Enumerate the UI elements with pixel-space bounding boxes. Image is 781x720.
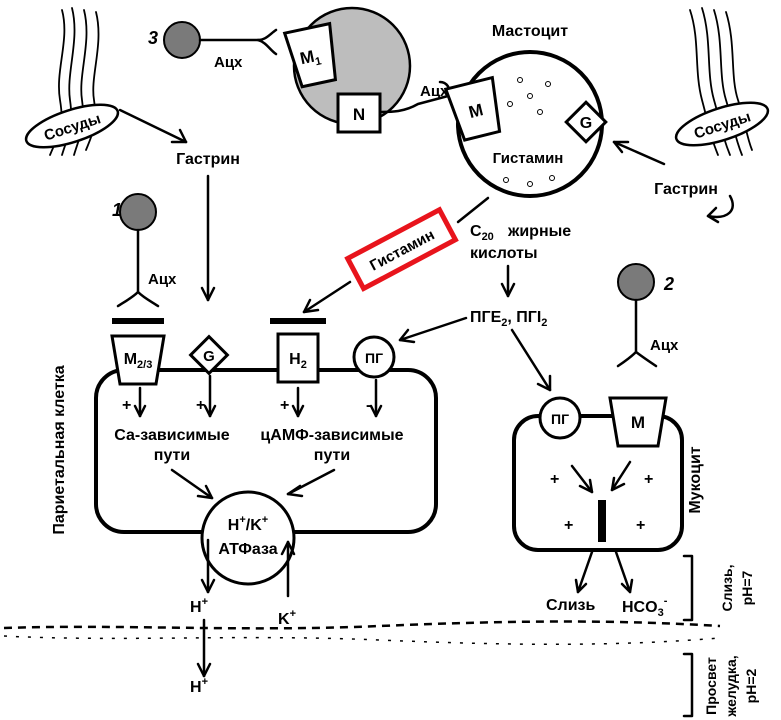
pge-pgi-label: ПГЕ2, ПГI2 <box>470 309 547 329</box>
histamine-highlight: Гистамин <box>348 210 456 289</box>
lumen-line2: желудка, <box>723 655 739 717</box>
mucus-boundary-line <box>4 622 720 629</box>
neuron-3-body <box>164 22 200 58</box>
fatty-acids-line2: кислоты <box>470 245 538 262</box>
ach-label-mast: Ацх <box>420 83 449 100</box>
pg-label-parietal: ПГ <box>365 350 383 366</box>
neuron-3: 3 Ацх <box>148 22 276 71</box>
plus-sign: + <box>636 517 645 534</box>
ach-label-1: Ацх <box>148 271 177 288</box>
parietal-cell: M2/3 G H2 ПГ + + + - Са-зависимые пути ц… <box>51 318 436 584</box>
ach-label-3: Ацх <box>214 54 243 71</box>
bicarbonate-label: HCO3- <box>622 595 668 619</box>
neuron-number-3: 3 <box>148 28 158 48</box>
neuron-1: 1 Ацх <box>112 194 177 306</box>
mucus-boundary-line-2 <box>4 636 720 644</box>
neuron-number-2: 2 <box>663 274 674 294</box>
mucus-label: Слизь <box>546 597 596 614</box>
hk-atpase[interactable] <box>202 492 294 584</box>
camp-pathways-line2: пути <box>314 447 350 464</box>
c20-label: C20 <box>470 223 494 243</box>
atpase-label: АТФаза <box>218 541 277 558</box>
neuron-2-body <box>618 264 654 300</box>
mucocyte-label: Мукоцит <box>687 446 704 513</box>
neuron-1-body <box>120 194 156 230</box>
mast-cell-title: Мастоцит <box>492 23 568 40</box>
pg-label-mucocyte: ПГ <box>551 411 569 427</box>
n-label: N <box>353 105 365 124</box>
lumen-line3: pH=2 <box>743 668 759 703</box>
neuron-2: 2 Ацх <box>618 264 679 366</box>
camp-pathways-line1: цАМФ-зависимые <box>260 427 403 444</box>
plus-sign: + <box>550 471 559 488</box>
h-plus-cell: H+ <box>190 596 208 616</box>
lumen-line1: Просвет <box>703 657 719 715</box>
gastrin-label-right: Гастрин <box>654 181 718 198</box>
k-plus: K+ <box>278 608 296 628</box>
parietal-cell-label: Париетальная клетка <box>51 365 68 534</box>
ach-label-2: Ацх <box>650 337 679 354</box>
ca-pathways-line1: Са-зависимые <box>114 427 230 444</box>
mucus-ph-line2: pH=7 <box>739 570 755 605</box>
h-plus-lumen: H+ <box>190 676 208 696</box>
ca-pathways-line2: пути <box>154 447 190 464</box>
plus-sign: + <box>122 397 131 414</box>
mast-cell: Мастоцит M G Гистамин <box>446 23 606 196</box>
gastrin-label-left: Гастрин <box>176 151 240 168</box>
plus-sign: + <box>564 517 573 534</box>
fatty-acids-line1: жирные <box>507 223 571 240</box>
mucocyte: ПГ M + + + + Мукоцит <box>514 398 704 550</box>
mucus-ph-line1: Слизь, <box>719 564 735 611</box>
ganglion-cell: M1 N <box>285 8 410 132</box>
m-label-mucocyte: M <box>631 413 645 432</box>
histamine-in-mast: Гистамин <box>493 150 564 167</box>
vessels-right: Сосуды <box>671 8 772 155</box>
plus-sign: + <box>644 471 653 488</box>
g-label-parietal: G <box>203 348 215 365</box>
plus-sign: + <box>280 397 289 414</box>
g-label-mast: G <box>580 115 592 132</box>
vessels-left: Сосуды <box>21 8 122 156</box>
